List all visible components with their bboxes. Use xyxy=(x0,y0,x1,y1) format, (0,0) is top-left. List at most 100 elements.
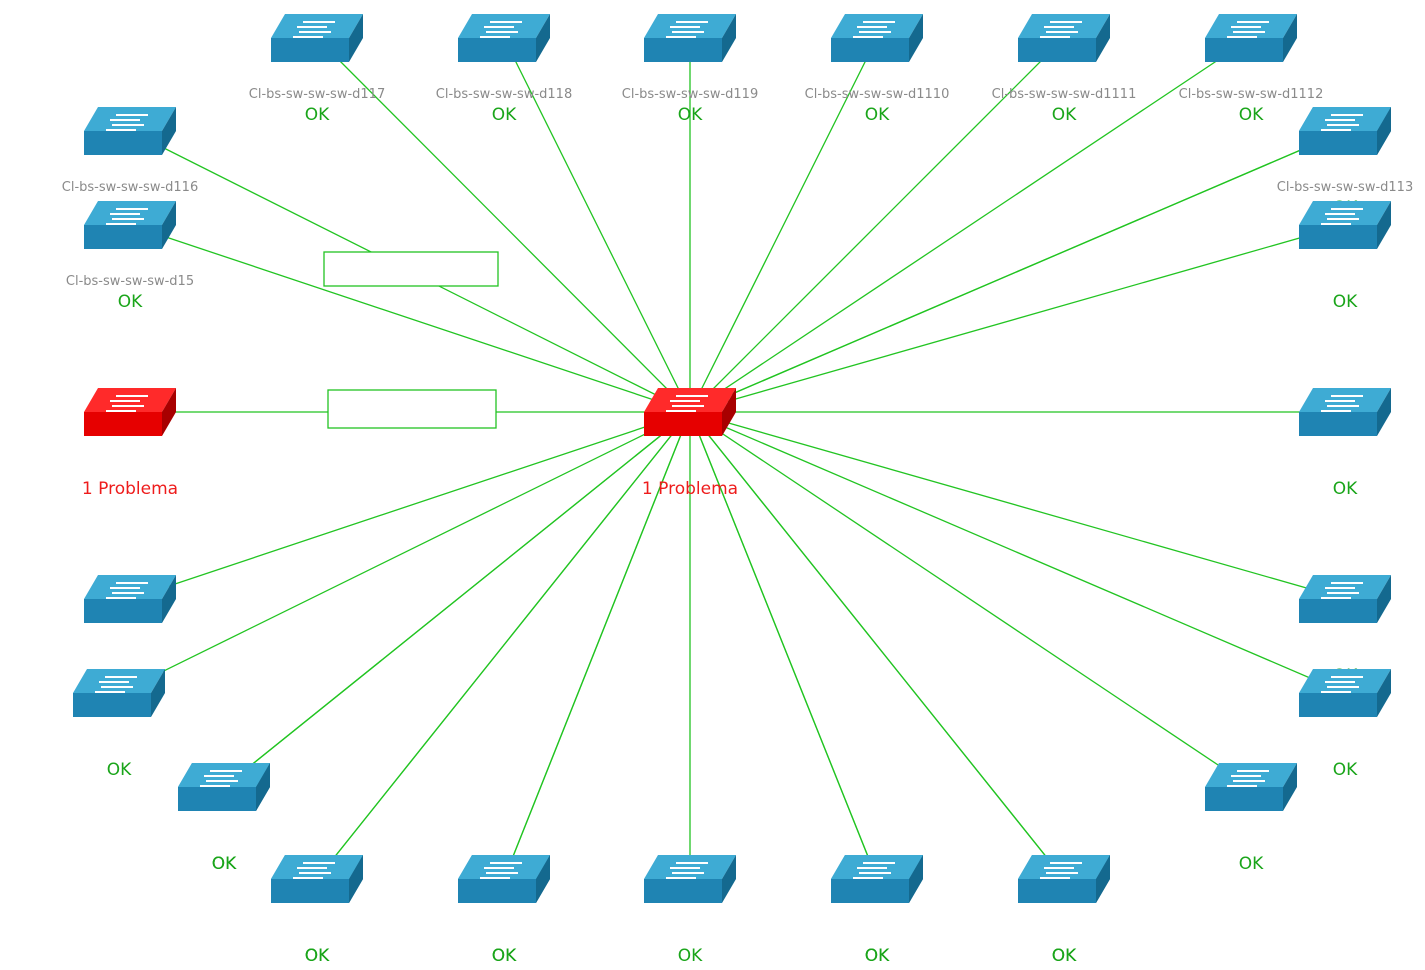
network-switch-icon[interactable] xyxy=(1299,388,1391,436)
device-node[interactable]: OK xyxy=(1205,763,1297,874)
switch-side-face xyxy=(536,14,550,62)
link-line[interactable] xyxy=(316,37,691,413)
node-status: OK xyxy=(305,105,330,125)
link-line[interactable] xyxy=(689,37,1252,413)
hub-node[interactable]: 1 Problema xyxy=(642,388,738,499)
link-line[interactable] xyxy=(503,37,691,413)
switch-side-face xyxy=(162,107,176,155)
device-node[interactable]: OK xyxy=(1299,669,1391,780)
node-status: OK xyxy=(305,946,330,966)
network-switch-icon[interactable] xyxy=(1018,14,1110,62)
link-line[interactable] xyxy=(129,411,691,600)
network-switch-icon[interactable] xyxy=(84,201,176,249)
link-line[interactable] xyxy=(316,411,691,880)
device-node[interactable]: OK xyxy=(458,855,550,966)
node-status: 1 Problema xyxy=(82,479,178,499)
network-switch-icon[interactable] xyxy=(644,388,736,436)
switch-side-face xyxy=(909,14,923,62)
network-switch-icon[interactable] xyxy=(1299,669,1391,717)
link-line[interactable] xyxy=(689,411,878,880)
link-line[interactable] xyxy=(223,411,691,788)
link-line[interactable] xyxy=(689,224,1346,413)
switch-side-face xyxy=(1377,575,1391,623)
network-switch-icon[interactable] xyxy=(1018,855,1110,903)
network-switch-icon[interactable] xyxy=(84,107,176,155)
switch-side-face xyxy=(536,855,550,903)
network-switch-icon[interactable] xyxy=(458,14,550,62)
link-line[interactable] xyxy=(689,411,1065,880)
node-status: OK xyxy=(1052,946,1077,966)
link-line[interactable] xyxy=(689,37,1065,413)
switch-side-face xyxy=(1377,107,1391,155)
switch-side-face xyxy=(162,388,176,436)
network-switch-icon[interactable] xyxy=(84,388,176,436)
network-switch-icon[interactable] xyxy=(1205,763,1297,811)
network-switch-icon[interactable] xyxy=(1299,107,1391,155)
link-label[interactable] xyxy=(323,251,499,287)
link-line[interactable] xyxy=(689,130,1346,413)
switch-front-face xyxy=(84,412,162,436)
switch-front-face xyxy=(1299,599,1377,623)
switch-front-face xyxy=(84,131,162,155)
network-switch-icon[interactable] xyxy=(1299,575,1391,623)
device-node[interactable]: OK xyxy=(271,855,363,966)
node-status: OK xyxy=(212,854,237,874)
node-status: OK xyxy=(1333,479,1358,499)
network-switch-icon[interactable] xyxy=(644,14,736,62)
link-line[interactable] xyxy=(689,411,1346,694)
link-line[interactable] xyxy=(118,411,691,694)
network-switch-icon[interactable] xyxy=(1299,201,1391,249)
link-line[interactable] xyxy=(689,411,1346,600)
switch-front-face xyxy=(73,693,151,717)
switch-front-face xyxy=(271,38,349,62)
switch-front-face xyxy=(831,38,909,62)
node-hostname: Cl-bs-sw-sw-sw-d1111 xyxy=(992,87,1137,102)
network-switch-icon[interactable] xyxy=(644,855,736,903)
network-switch-icon[interactable] xyxy=(73,669,165,717)
link-line[interactable] xyxy=(689,37,878,413)
node-status: OK xyxy=(1239,854,1264,874)
device-node[interactable]: Cl-bs-sw-sw-sw-d113 xyxy=(1277,107,1413,195)
network-switch-icon[interactable] xyxy=(271,855,363,903)
node-status: OK xyxy=(492,105,517,125)
node-hostname: Cl-bs-sw-sw-sw-d15 xyxy=(66,274,194,289)
switch-side-face xyxy=(722,855,736,903)
network-switch-icon[interactable] xyxy=(271,14,363,62)
link-line[interactable] xyxy=(129,224,691,413)
switch-side-face xyxy=(1096,14,1110,62)
node-status: OK xyxy=(1052,946,1077,966)
link-label[interactable] xyxy=(327,389,497,429)
switch-front-face xyxy=(831,879,909,903)
network-switch-icon[interactable] xyxy=(831,14,923,62)
device-node[interactable]: OK xyxy=(644,855,736,966)
device-node[interactable]: OK xyxy=(831,855,923,966)
device-node[interactable]: OK xyxy=(73,669,165,780)
link-line[interactable] xyxy=(689,411,1252,788)
node-hostname: Cl-bs-sw-sw-sw-d1112 xyxy=(1179,87,1324,102)
switch-side-face xyxy=(909,855,923,903)
device-node[interactable]: OK xyxy=(178,763,270,874)
node-status: OK xyxy=(678,946,703,966)
device-node[interactable]: OK xyxy=(1018,855,1110,966)
switch-side-face xyxy=(722,14,736,62)
device-node[interactable]: OK xyxy=(1299,201,1391,312)
device-node[interactable]: Cl-bs-sw-sw-sw-d116 xyxy=(62,107,198,195)
device-node[interactable]: OK xyxy=(1299,388,1391,499)
switch-side-face xyxy=(162,201,176,249)
device-node[interactable]: 1 Problema xyxy=(82,388,178,499)
device-node[interactable] xyxy=(84,575,176,623)
network-switch-icon[interactable] xyxy=(831,855,923,903)
network-switch-icon[interactable] xyxy=(458,855,550,903)
network-switch-icon[interactable] xyxy=(178,763,270,811)
network-switch-icon[interactable] xyxy=(1205,14,1297,62)
network-switch-icon[interactable] xyxy=(84,575,176,623)
link-line[interactable] xyxy=(503,411,691,880)
